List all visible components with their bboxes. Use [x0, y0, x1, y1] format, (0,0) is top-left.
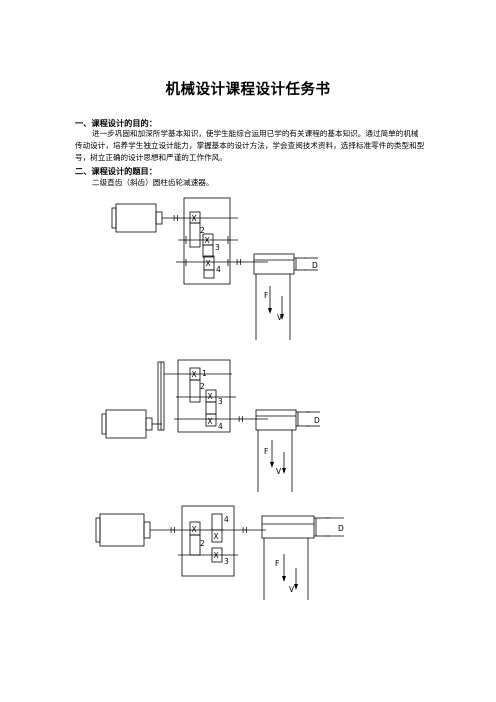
reducer-housing-3 [181, 505, 235, 577]
velocity-label: V [289, 585, 295, 594]
diameter-label: D [312, 261, 318, 270]
gear-label: 2 [200, 539, 205, 548]
force-label: F [264, 447, 268, 456]
diagram-2-belt-drive-reducer: X 1 2 X 3 X 4 H D F V [101, 359, 320, 492]
svg-text:H: H [236, 258, 242, 267]
svg-text:X: X [208, 417, 213, 426]
gear-label: 4 [224, 515, 229, 524]
gear-label: 4 [216, 265, 221, 274]
velocity-label: V [276, 467, 282, 476]
diagram-1-two-stage-reducer: H X 2 X 3 X 4 H D F V [111, 197, 318, 340]
drum-2 [255, 409, 297, 431]
motor-3 [99, 513, 145, 547]
svg-text:X: X [192, 370, 197, 379]
drum-3 [261, 515, 315, 539]
gear-label: 3 [224, 557, 229, 566]
force-label: F [275, 559, 279, 568]
section2-heading: 二、课程设计的题目： [75, 166, 157, 176]
svg-text:X: X [214, 532, 219, 541]
reducer-housing-2 [177, 359, 231, 433]
svg-text:X: X [192, 525, 197, 534]
svg-text:H: H [242, 526, 248, 535]
svg-text:X: X [214, 551, 219, 560]
section1-body: 进一步巩固和加深所学基本知识，使学生能综合运用已学的有关课程的基本知识。通过简单… [75, 129, 425, 162]
svg-text:X: X [208, 392, 213, 401]
motor-2 [105, 409, 147, 439]
motor-1 [115, 203, 157, 233]
diagram-3-coaxial-reducer: H X 2 4 X X 3 H D F V [95, 505, 344, 600]
svg-text:X: X [205, 236, 210, 245]
svg-text:H: H [170, 526, 176, 535]
gear-label: 2 [200, 382, 205, 391]
force-label: F [264, 291, 268, 300]
drum-1 [253, 253, 295, 275]
gear-label: 3 [215, 243, 220, 252]
diameter-label: D [314, 416, 320, 425]
svg-text:H: H [173, 214, 179, 223]
gear-label: 4 [218, 422, 223, 431]
document-title: 机械设计课程设计任务书 [165, 82, 331, 98]
section2-body: 二级直齿（斜齿）圆柱齿轮减速器。 [92, 178, 214, 187]
svg-text:X: X [206, 259, 211, 268]
svg-text:H: H [238, 415, 244, 424]
svg-text:X: X [192, 214, 197, 223]
gear-label: 3 [218, 397, 223, 406]
diameter-label: D [338, 524, 344, 533]
reducer-housing-1 [183, 197, 231, 285]
section1-heading: 一、课程设计的目的： [75, 118, 157, 128]
gear-label: 2 [200, 226, 205, 235]
velocity-label: V [277, 313, 283, 322]
gear-label: 1 [202, 369, 207, 378]
